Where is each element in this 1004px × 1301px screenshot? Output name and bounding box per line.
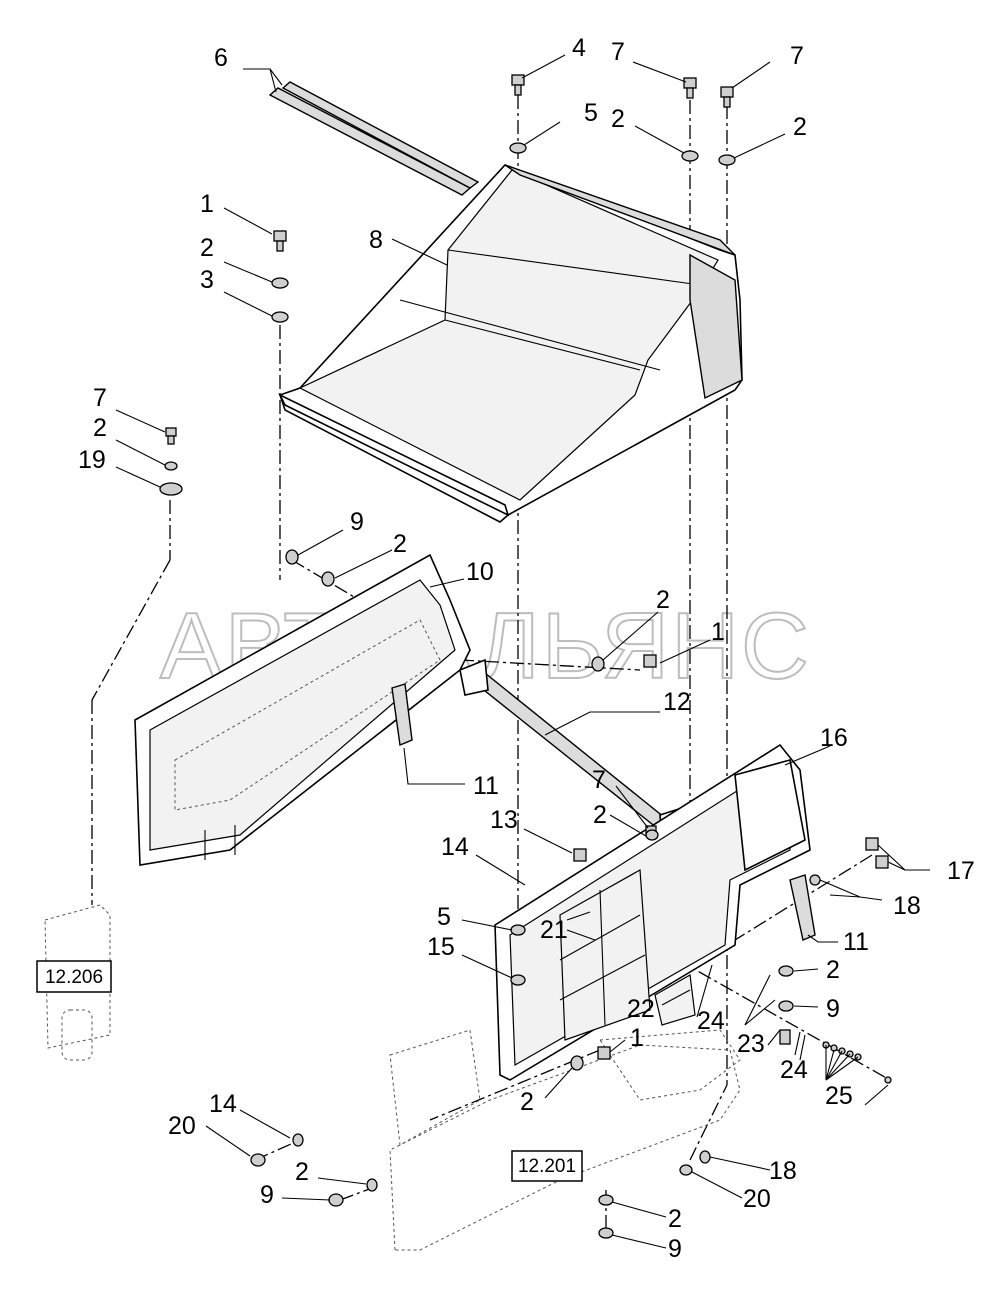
callout-7: 7	[790, 42, 804, 70]
callout-5: 5	[437, 903, 451, 931]
callout-3: 3	[200, 266, 214, 294]
callout-2: 2	[93, 414, 107, 442]
callout-2: 2	[593, 801, 607, 829]
callout-7: 7	[93, 384, 107, 412]
callout-12: 12	[663, 688, 691, 716]
callout-1: 1	[200, 190, 214, 218]
reference-box-12-206[interactable]: 12.206	[36, 960, 112, 993]
right-frame	[494, 743, 811, 1081]
callout-1: 1	[630, 1024, 644, 1052]
callout-9: 9	[668, 1235, 682, 1263]
reference-box-12-201[interactable]: 12.201	[511, 1150, 583, 1182]
callout-10: 10	[466, 558, 494, 586]
callout-6: 6	[214, 44, 228, 72]
callout-24: 24	[697, 1007, 725, 1035]
callout-24: 24	[780, 1056, 808, 1084]
callout-labels: 6 4 7 7 5 2 2 8 1 2 3 7 2 19 9 2 10 2 1 …	[78, 34, 975, 1263]
callout-4: 4	[572, 34, 586, 62]
callout-2: 2	[656, 586, 670, 614]
callout-2: 2	[295, 1158, 309, 1186]
reference-label: 12.201	[518, 1156, 576, 1177]
left-side-panel	[134, 553, 471, 866]
callout-2: 2	[826, 956, 840, 984]
callout-2: 2	[520, 1088, 534, 1116]
callout-18: 18	[769, 1157, 797, 1185]
callout-9: 9	[260, 1181, 274, 1209]
callout-25: 25	[825, 1082, 853, 1110]
callout-2: 2	[393, 530, 407, 558]
deflector-hood	[278, 164, 743, 523]
reference-label: 12.206	[45, 967, 103, 988]
callout-11: 11	[843, 928, 869, 956]
callout-2: 2	[200, 234, 214, 262]
reference-assemblies	[44, 904, 741, 1251]
callout-7: 7	[611, 38, 625, 66]
callout-13: 13	[490, 806, 518, 834]
callout-11: 11	[473, 772, 499, 800]
brackets	[391, 683, 816, 941]
callout-2: 2	[668, 1205, 682, 1233]
callout-20: 20	[743, 1185, 771, 1213]
callout-2: 2	[793, 113, 807, 141]
hardware	[159, 74, 892, 1239]
callout-1: 1	[711, 618, 725, 646]
callout-2: 2	[611, 105, 625, 133]
callout-8: 8	[369, 226, 383, 254]
rivets	[822, 1041, 892, 1084]
callout-19: 19	[78, 446, 106, 474]
callout-22: 22	[627, 995, 655, 1023]
callout-17: 17	[947, 857, 975, 885]
callout-7: 7	[592, 766, 606, 794]
callout-5: 5	[584, 99, 598, 127]
callout-9: 9	[350, 508, 364, 536]
callout-9: 9	[826, 995, 840, 1023]
callout-16: 16	[820, 724, 848, 752]
callout-20: 20	[168, 1112, 196, 1140]
callout-14: 14	[441, 833, 469, 861]
callout-21: 21	[540, 916, 568, 944]
seal-strips	[268, 81, 480, 196]
leader-lines	[115, 54, 930, 1249]
callout-14: 14	[209, 1090, 237, 1118]
callout-15: 15	[427, 933, 455, 961]
callout-18: 18	[893, 892, 921, 920]
callout-23: 23	[737, 1030, 765, 1058]
